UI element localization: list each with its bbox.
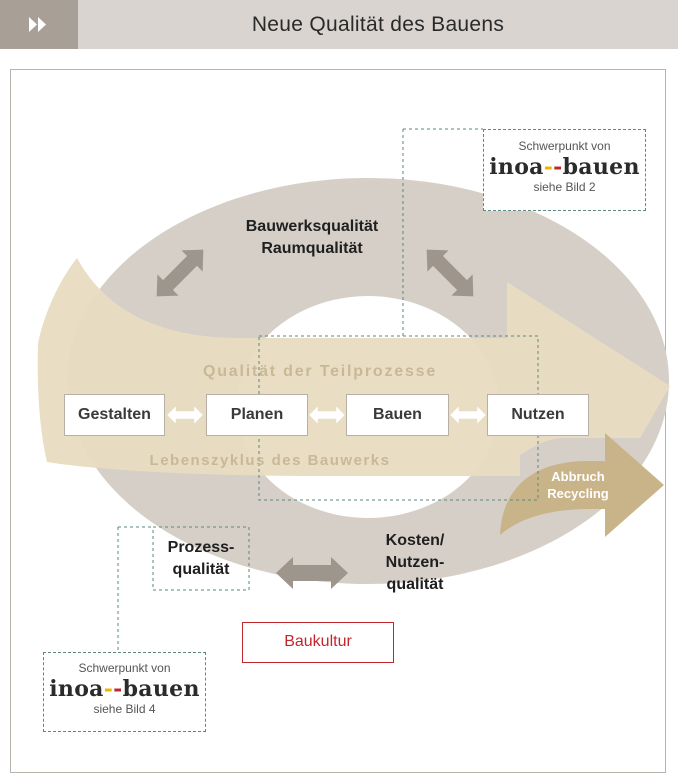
callout-schwerpunkt-top: Schwerpunkt von inoa--bauen siehe Bild 2 (483, 129, 646, 211)
callout-bottom-line3: siehe Bild 4 (93, 702, 156, 716)
callout-top-line3: siehe Bild 2 (533, 180, 596, 194)
stage-arrow-2 (308, 405, 346, 425)
double-arrow-right (426, 249, 474, 297)
double-arrow-bottom (276, 557, 348, 589)
inqa-bauen-logo: inoa--bauen (49, 676, 200, 702)
dashed-prozess-box (152, 526, 250, 591)
connector-bottom (117, 526, 153, 652)
abbruch-arrow (500, 433, 664, 537)
inqa-bauen-logo: inoa--bauen (489, 154, 640, 180)
stage-arrow-1 (166, 405, 204, 425)
callout-bottom-line1: Schwerpunkt von (78, 661, 171, 675)
recycling-label: Recycling (547, 486, 608, 501)
header-badge (0, 0, 78, 49)
quality-ring (67, 178, 670, 584)
callout-schwerpunkt-bottom: Schwerpunkt von inoa--bauen siehe Bild 4 (43, 652, 206, 732)
bauwerksqualitaet-label: Bauwerksqualität Raumqualität (245, 218, 379, 257)
prozessqualitaet-label: Prozess- qualität (167, 539, 235, 578)
double-arrow-left (156, 249, 204, 297)
stage-arrow-3 (449, 405, 487, 425)
stage-bauen: Bauen (346, 394, 449, 436)
teilprozesse-label: Qualität der Teilprozesse (203, 363, 437, 380)
stage-gestalten: Gestalten (64, 394, 165, 436)
connector-top (402, 128, 483, 336)
header-bar: Neue Qualität des Bauens (0, 0, 678, 49)
lebenszyklus-label: Lebenszyklus des Bauwerks (150, 452, 391, 469)
stage-nutzen: Nutzen (487, 394, 589, 436)
callout-top-line1: Schwerpunkt von (518, 139, 611, 153)
baukultur-box: Baukultur (242, 622, 394, 663)
stage-planen: Planen (206, 394, 308, 436)
double-chevron-right-icon (29, 17, 46, 32)
abbruch-label: Abbruch (551, 469, 605, 484)
page-title: Neue Qualität des Bauens (251, 13, 505, 36)
kosten-nutzen-label: Kosten/ Nutzen- qualität (385, 532, 445, 593)
